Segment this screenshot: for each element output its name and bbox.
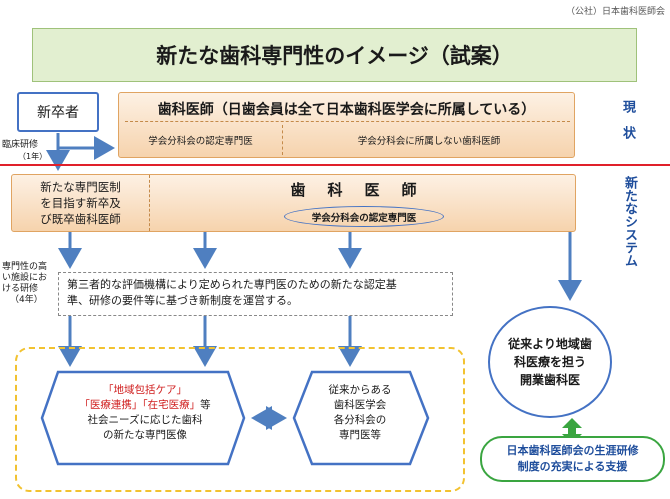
current-dentist-title: 歯科医師（日歯会員は全て日本歯科医学会に所属している） xyxy=(157,102,536,118)
new-graduate-box: 新卒者 xyxy=(17,92,99,132)
org-name: （公社）日本歯科医師会 xyxy=(565,7,665,17)
specialty-training-label: 専門性の高 い施設にお ける研修 （4年） xyxy=(2,262,48,305)
separator-line xyxy=(0,164,670,166)
specialist-group-outline xyxy=(15,347,465,492)
third-party-body-note: 第三者的な評価機構により定められた専門医のための新たな認定基 準、研修の要件等に… xyxy=(58,272,453,316)
new-system-label: 新たなシステム xyxy=(622,176,637,267)
dentist-title: 歯科医師 xyxy=(290,181,439,199)
new-system-candidates: 新たな専門医制 を目指す新卒及 び既卒歯科医師 xyxy=(12,175,150,231)
current-dentist-box: 歯科医師（日歯会員は全て日本歯科医学会に所属している） 学会分科会の認定専門医 … xyxy=(118,92,575,158)
hexagon-new-specialist xyxy=(40,370,246,466)
status-label: 現 状 xyxy=(620,100,635,139)
clinical-training-label: 臨床研修 xyxy=(2,140,39,150)
page-title: 新たな歯科専門性のイメージ（試案） xyxy=(32,28,637,82)
new-specialist-text: 「地域包括ケア」 「医療連携」「在宅医療」等 社会ニーズに応じた歯科 の新たな専… xyxy=(79,384,211,441)
existing-specialist-text: 従来からある 歯科医学会 各分科会の 専門医等 xyxy=(328,384,392,441)
new-system-dentist-box: 新たな専門医制 を目指す新卒及 び既卒歯科医師 歯科医師 学会分科会の認定専門医 xyxy=(11,174,576,232)
general-practitioner-circle: 従来より地域歯 科医療を担う 開業歯科医 xyxy=(488,306,612,418)
hexagon-existing-specialist xyxy=(292,370,430,466)
clinical-training-years: （1年） xyxy=(18,152,48,161)
certified-specialist-ellipse: 学会分科会の認定専門医 xyxy=(284,206,444,227)
non-member-dentist-label: 学会分科会に所属しない歯科医師 xyxy=(357,136,501,147)
certified-specialist-label: 学会分科会の認定専門医 xyxy=(148,136,253,147)
divider xyxy=(125,121,570,122)
divider-vertical xyxy=(282,125,283,155)
lifelong-training-box: 日本歯科医師会の生涯研修 制度の充実による支援 xyxy=(480,436,665,482)
